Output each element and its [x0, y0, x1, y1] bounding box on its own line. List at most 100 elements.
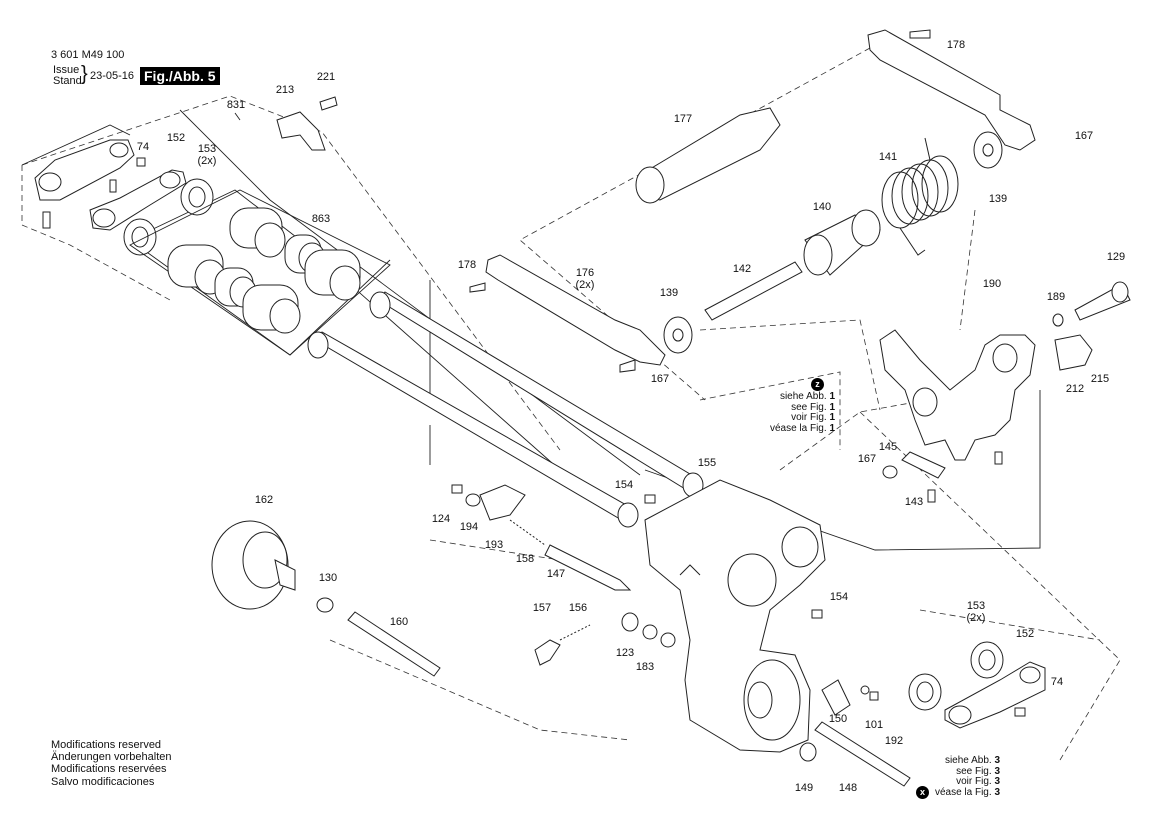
footer-line: Modifications reserved — [51, 739, 162, 751]
ref-line-text: voir Fig. — [791, 412, 830, 423]
part-sublabel-p153b: (2x) — [967, 612, 986, 624]
part-label-p183: 183 — [636, 661, 654, 673]
ref-line-number: 1 — [829, 401, 835, 413]
part-right-lever-assembly — [879, 281, 1131, 503]
part-label-p158: 158 — [516, 553, 534, 565]
ref-line-number: 3 — [994, 765, 1000, 777]
part-label-p142: 142 — [733, 263, 751, 275]
ref-line: siehe Abb. 3 — [900, 755, 1000, 767]
ref-line: véase la Fig. 1 — [740, 422, 835, 435]
doc-number: 3 601 M49 100 — [51, 49, 125, 61]
ref-line: voir Fig. 3 — [900, 776, 1000, 788]
issue-brace: } — [81, 63, 88, 85]
part-label-p167b: 167 — [651, 373, 669, 385]
part-label-p167a: 167 — [1075, 130, 1093, 142]
part-label-p143: 143 — [905, 496, 923, 508]
part-label-p124: 124 — [432, 513, 450, 525]
part-label-p212: 212 — [1066, 383, 1084, 395]
part-152-153-left-plates — [89, 169, 214, 256]
part-178-top-bracket — [867, 29, 1036, 169]
footer-line: Salvo modificaciones — [51, 775, 155, 788]
issue-date: 23-05-16 — [90, 70, 135, 82]
part-label-p863: 863 — [312, 213, 330, 225]
part-label-p215: 215 — [1091, 373, 1109, 385]
part-label-p189: 189 — [1047, 291, 1065, 303]
part-863-rollers — [129, 189, 391, 356]
ref-line-text: siehe Abb. — [779, 391, 830, 402]
part-label-p140: 140 — [813, 201, 831, 213]
ref-line: see Fig. 1 — [740, 401, 835, 414]
stand-label: Stand — [53, 75, 82, 87]
modifications-note: Modifications reserved Änderungen vorbeh… — [51, 739, 171, 788]
ref-line-number: 3 — [994, 776, 1000, 787]
part-label-p178b: 178 — [458, 259, 476, 271]
part-label-p130: 130 — [319, 572, 337, 584]
ref-line-text: voir Fig. — [956, 776, 995, 787]
part-label-p213: 213 — [276, 84, 294, 96]
part-831-handle-bracket — [34, 139, 135, 229]
part-label-p162: 162 — [255, 494, 273, 506]
part-label-p221: 221 — [317, 71, 335, 83]
issue-label: Issue — [53, 64, 80, 76]
part-label-p150: 150 — [829, 713, 847, 725]
part-152-153-right-plates — [908, 641, 1046, 729]
ref-line-text: siehe Abb. — [944, 755, 995, 766]
part-label-p149: 149 — [795, 782, 813, 794]
part-label-p155: 155 — [698, 457, 716, 469]
ref-line: véase la Fig. 3 — [900, 786, 1000, 799]
part-162-160-knob-shaft — [211, 520, 441, 677]
part-label-p160: 160 — [390, 616, 408, 628]
ref-line-number: 1 — [829, 391, 835, 402]
part-label-p190: 190 — [983, 278, 1001, 290]
part-label-p193: 193 — [485, 539, 503, 551]
part-155-main-housing — [644, 479, 826, 753]
part-label-p152b: 152 — [1016, 628, 1034, 640]
part-label-p153b: 153 — [967, 600, 985, 612]
figure-tag: Fig./Abb. 5 — [140, 67, 220, 85]
part-label-p194: 194 — [460, 521, 478, 533]
part-label-p153a: 153 — [198, 143, 216, 155]
ref-line-number: 1 — [829, 412, 835, 423]
part-label-p167c: 167 — [858, 453, 876, 465]
part-label-p148: 148 — [839, 782, 857, 794]
part-label-p145: 145 — [879, 441, 897, 453]
part-long-tubes — [307, 291, 704, 528]
part-label-p178a: 178 — [947, 39, 965, 51]
part-label-p154a: 154 — [615, 479, 633, 491]
part-label-p74b: 74 — [1051, 676, 1063, 688]
ref-line-text: véase la Fig. — [769, 422, 830, 434]
part-label-p147: 147 — [547, 568, 565, 580]
part-176-bracket — [469, 254, 693, 373]
part-label-p74a: 74 — [137, 141, 149, 153]
part-number-labels: 1781671391771411401421291901892152121781… — [137, 39, 1125, 794]
part-label-p831: 831 — [227, 99, 245, 111]
part-141-spring — [881, 137, 959, 256]
part-label-p152a: 152 — [167, 132, 185, 144]
ref-line-text: see Fig. — [791, 401, 830, 413]
part-center-small-parts — [451, 484, 911, 787]
ref-marker-x: x — [916, 786, 929, 799]
ref-line-text: see Fig. — [956, 765, 995, 777]
part-177-handle — [635, 107, 781, 204]
ref-line: voir Fig. 1 — [740, 412, 835, 424]
part-label-p129: 129 — [1107, 251, 1125, 263]
ref-line: see Fig. 3 — [900, 765, 1000, 778]
ref-line-number: 3 — [994, 755, 1000, 766]
part-label-p141: 141 — [879, 151, 897, 163]
ref-line-number: 1 — [829, 422, 835, 434]
part-140-142-sleeve-shaft — [704, 209, 881, 321]
part-label-p156: 156 — [569, 602, 587, 614]
part-label-p139b: 139 — [660, 287, 678, 299]
ref-line-number: 3 — [994, 786, 1000, 798]
part-label-p139a: 139 — [989, 193, 1007, 205]
part-label-p123: 123 — [616, 647, 634, 659]
ref-marker-z: z — [811, 378, 824, 391]
part-213-221-clip — [136, 96, 338, 167]
part-sublabel-p176: (2x) — [576, 279, 595, 291]
ref-line-text: véase la Fig. — [934, 786, 995, 798]
